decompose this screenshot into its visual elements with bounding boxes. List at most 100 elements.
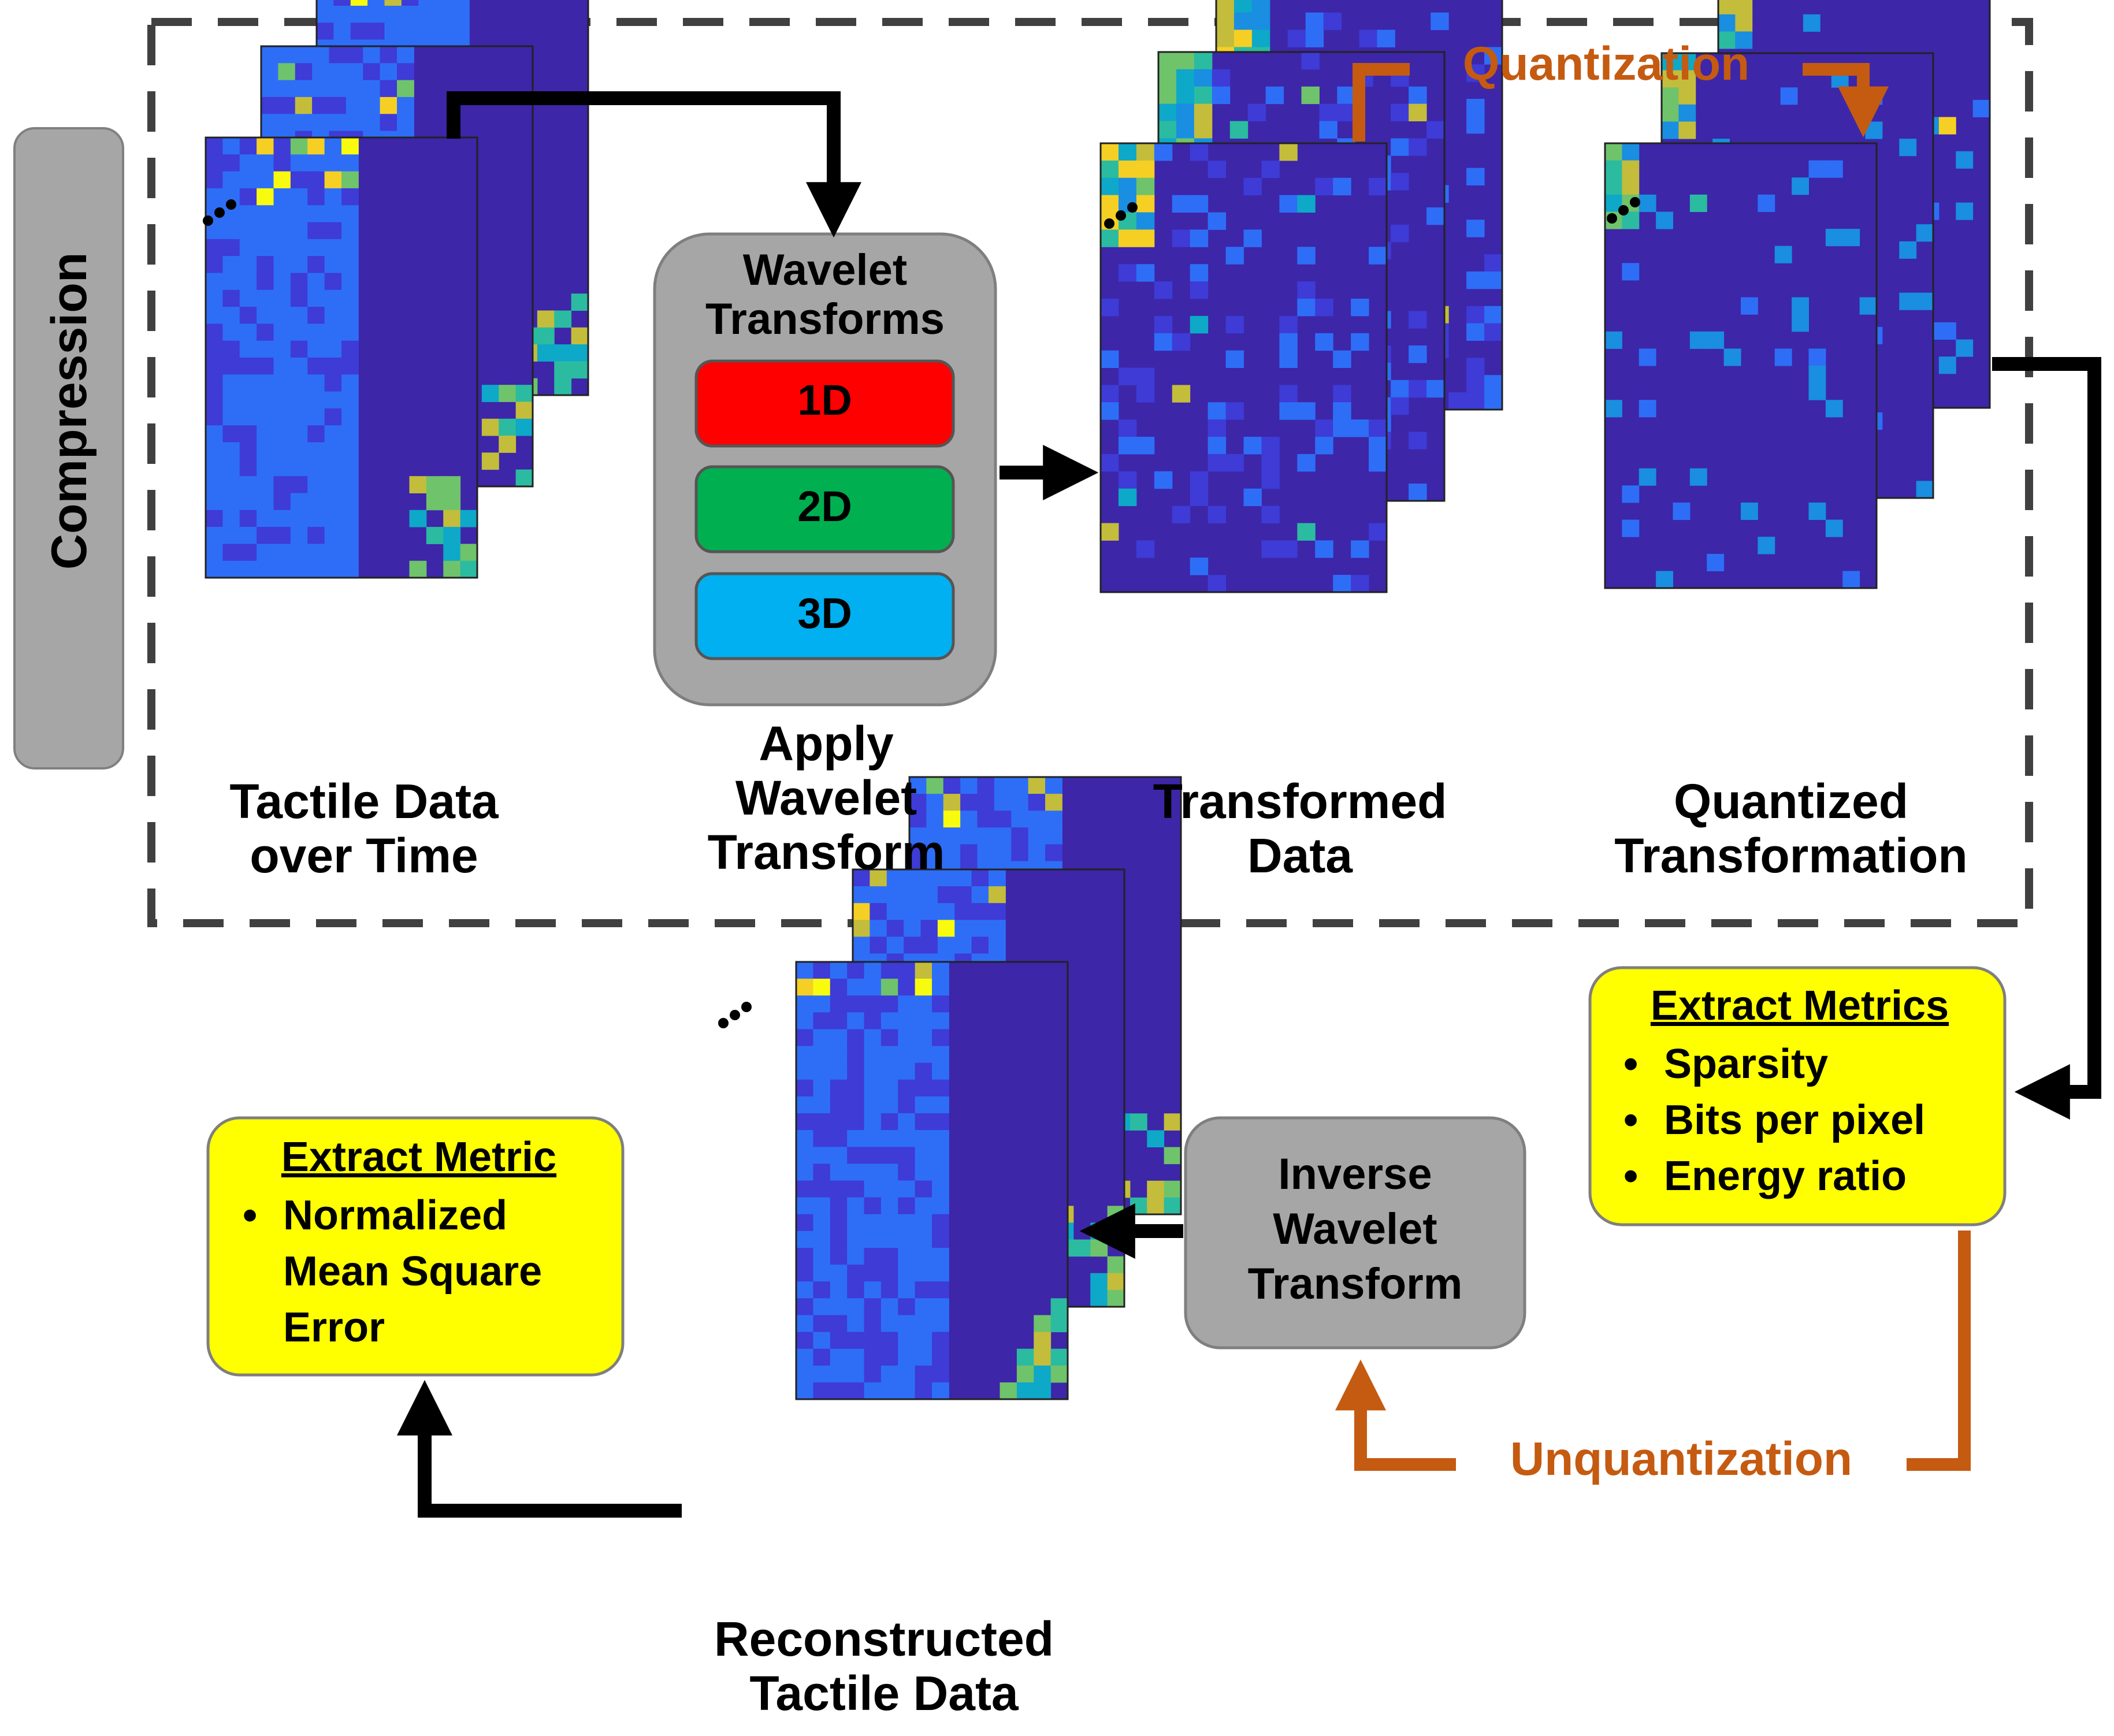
heatmap-cell: [1234, 29, 1253, 47]
heatmap-cell: [1689, 194, 1707, 212]
heatmap-cell: [257, 307, 274, 324]
heatmap-cell: [898, 1281, 916, 1299]
heatmap-cell: [932, 1265, 949, 1282]
heatmap-cell: [239, 544, 257, 562]
heatmap-cell: [904, 936, 921, 954]
heatmap-cell: [898, 995, 916, 1013]
heatmap-cell: [932, 995, 949, 1013]
heatmap-cell: [796, 1096, 813, 1114]
heatmap-cell: [290, 171, 308, 189]
heatmap-cell: [813, 1348, 831, 1366]
heatmap-cell: [864, 1113, 882, 1131]
wavelet-option-2d[interactable]: [694, 465, 955, 553]
heatmap-cell: [830, 1113, 848, 1131]
heatmap-cell: [898, 962, 916, 979]
heatmap-cell: [1466, 64, 1485, 82]
heatmap-cell: [864, 995, 882, 1013]
heatmap-cell: [290, 205, 308, 223]
heatmap-cell: [341, 391, 359, 409]
heatmap-cell: [257, 510, 274, 527]
heatmap-cell: [880, 995, 898, 1013]
heatmap-cell: [273, 171, 291, 189]
heatmap-cell: [257, 476, 274, 493]
heatmap-cell: [1409, 311, 1427, 329]
heatmap-cell: [1073, 1239, 1091, 1257]
heatmap-cell: [870, 903, 887, 920]
heatmap-cell: [977, 811, 995, 828]
heatmap-cell: [932, 1281, 949, 1299]
heatmap-cell: [898, 1247, 916, 1265]
heatmap-cell: [324, 324, 342, 341]
heatmap-cell: [401, 5, 419, 23]
heatmap-cell: [847, 1046, 864, 1064]
heatmap-cell: [915, 1046, 932, 1064]
heatmap-cell: [915, 1197, 932, 1215]
heatmap-cell: [1118, 471, 1137, 489]
wavelet-option-1d[interactable]: [694, 359, 955, 448]
heatmap-cell: [1369, 453, 1387, 472]
heatmap-cell: [1466, 271, 1485, 289]
heatmap-cell: [278, 96, 296, 114]
heatmap-cell: [222, 544, 240, 562]
heatmap-cell: [257, 171, 274, 189]
heatmap-cell: [1774, 246, 1792, 263]
heatmap-cell: [307, 442, 325, 460]
heatmap-cell: [571, 361, 589, 379]
heatmap-cell: [920, 920, 938, 937]
heatmap-cell: [1899, 241, 1917, 259]
heatmap-cell: [796, 1046, 813, 1064]
heatmap-cell: [206, 358, 223, 375]
heatmap-cell: [257, 442, 274, 460]
heatmap-cell: [307, 544, 325, 562]
heatmap-cell: [898, 1079, 916, 1097]
wavelet-option-3d[interactable]: [694, 572, 955, 660]
heatmap-cell: [830, 1365, 848, 1383]
heatmap-cell: [1265, 86, 1284, 105]
heatmap-cell: [847, 962, 864, 979]
heatmap-cell: [898, 1147, 916, 1164]
heatmap-cell: [847, 1365, 864, 1383]
heatmap-cell: [307, 307, 325, 324]
heatmap-cell: [341, 544, 359, 562]
heatmap-cell: [1639, 468, 1656, 486]
heatmap-cell: [257, 205, 274, 223]
heatmap-cell: [290, 256, 308, 273]
heatmap-cell: [1190, 195, 1209, 213]
heatmap-cell: [847, 1062, 864, 1080]
heatmap-cell: [1045, 827, 1062, 845]
heatmap-cell: [317, 23, 334, 40]
heatmap-cell: [278, 114, 296, 132]
heatmap-cell: [1154, 281, 1173, 299]
heatmap-cell: [1297, 281, 1316, 299]
heatmap-cell: [830, 1315, 848, 1333]
heatmap-cell: [1718, 0, 1736, 15]
heatmap-cell: [324, 273, 342, 291]
heatmap-cell: [796, 1130, 813, 1147]
heatmap-cell: [1351, 540, 1369, 558]
heatmap-cell: [1323, 12, 1342, 31]
heatmap-cell: [830, 1029, 848, 1047]
heatmap-cell: [1605, 143, 1622, 161]
heatmap-cell: [926, 827, 944, 845]
heatmap-cell: [206, 442, 223, 460]
heatmap-cell: [257, 222, 274, 240]
heatmap-cell: [384, 0, 402, 6]
heatmap-cell: [1359, 29, 1377, 47]
heatmap-cell: [206, 459, 223, 477]
heatmap-cell: [954, 869, 972, 887]
heatmap-cell: [290, 560, 308, 578]
heatmap-cell: [257, 289, 274, 307]
heatmap-cell: [1190, 488, 1209, 507]
heatmap-cell: [222, 171, 240, 189]
heatmap-cell: [796, 1029, 813, 1047]
heatmap-cell: [345, 46, 363, 64]
heatmap-cell: [333, 0, 351, 6]
heatmap-cell: [1190, 229, 1209, 247]
heatmap-cell: [847, 1079, 864, 1097]
heatmap-cell: [341, 358, 359, 375]
heatmap-cell: [864, 1298, 882, 1315]
extract-metric-title: Extract Metric: [281, 1134, 557, 1180]
heatmap-cell: [1154, 315, 1173, 334]
heatmap-cell: [1956, 339, 1974, 357]
heatmap-cell: [847, 1247, 864, 1265]
